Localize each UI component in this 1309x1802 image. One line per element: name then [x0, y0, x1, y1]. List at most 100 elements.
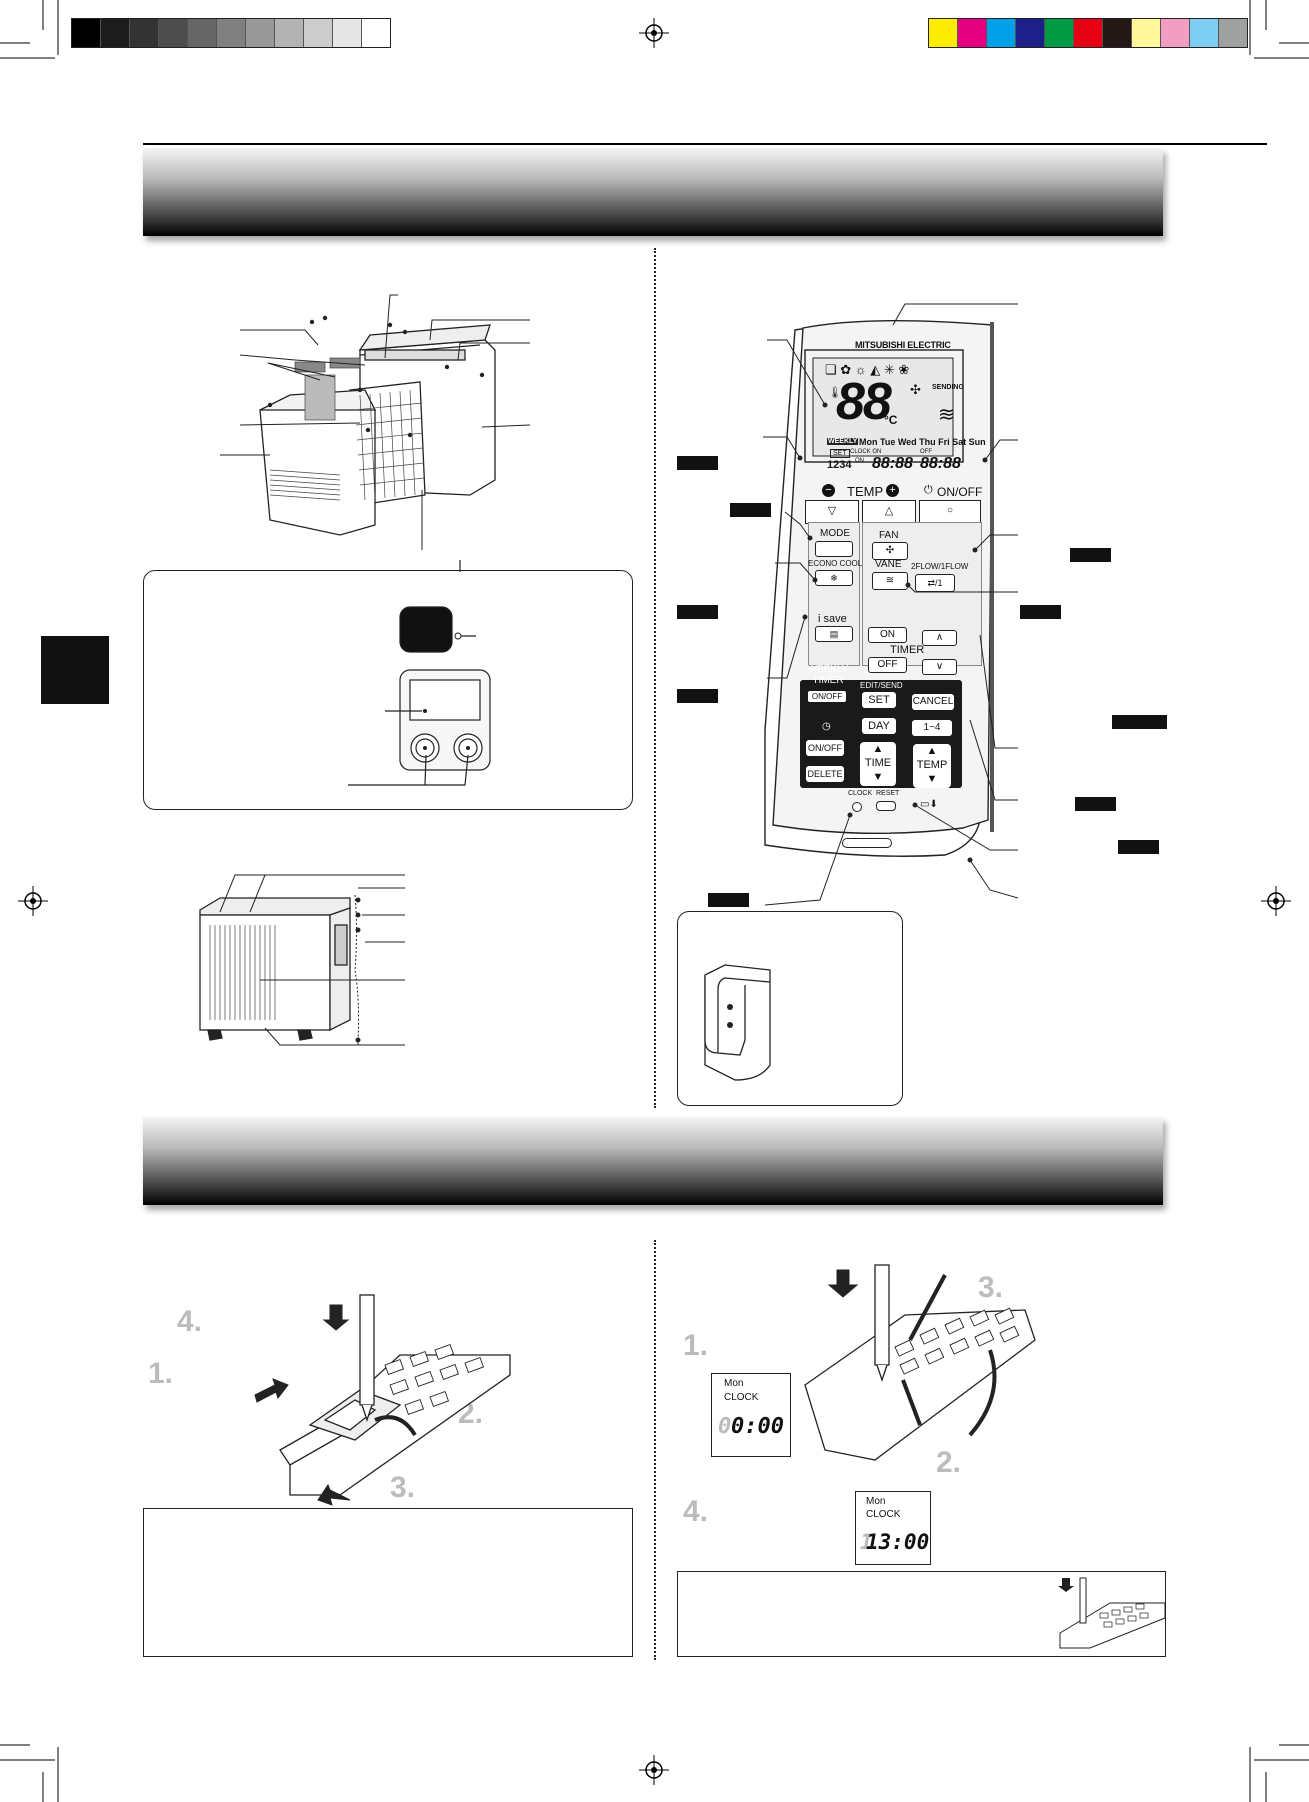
display-days: Mon Tue Wed Thu Fri Sat Sun: [859, 437, 986, 447]
registration-target-icon: [639, 18, 669, 48]
remote-holder-box: [677, 911, 903, 1106]
remote-brand: MITSUBISHI ELECTRIC: [855, 340, 951, 350]
label-block: [1112, 715, 1167, 729]
vane-label: VANE: [875, 559, 902, 570]
outdoor-unit-illustration: [199, 894, 361, 1046]
time-button[interactable]: ▲TIME▼: [860, 742, 896, 786]
cancel-button[interactable]: CANCEL: [912, 694, 954, 710]
delete-label: DELETE: [807, 769, 843, 779]
color-swatch: [1103, 19, 1132, 47]
color-swatch: [1016, 19, 1045, 47]
label-block: [1070, 548, 1111, 562]
clock-button[interactable]: [852, 802, 862, 812]
clock-lcd-after: Mon CLOCK 1 13:00: [855, 1491, 931, 1565]
battery-icon: ▭⬇: [920, 799, 938, 810]
grayscale-bar: [71, 18, 391, 48]
timer-off-label: OFF: [877, 659, 898, 670]
color-swatch: [958, 19, 987, 47]
top-rule: [143, 143, 1267, 145]
timer-on-button[interactable]: ON: [868, 627, 907, 643]
day-button[interactable]: DAY: [862, 718, 896, 734]
temp-plus-icon: +: [886, 484, 899, 497]
registration-target-icon: [639, 1755, 669, 1785]
section-header-1: [143, 148, 1163, 236]
weekly-on-off-button[interactable]: ON/OFF: [808, 691, 846, 702]
weekly-on-off-label: ON/OFF: [811, 692, 843, 701]
fan-label: FAN: [879, 530, 899, 541]
display-clock-on: CLOCK ON: [850, 449, 882, 455]
display-temp-unit: °C: [884, 413, 898, 427]
battery-step-4: 4.: [177, 1305, 203, 1338]
reset-note-illustration: [1058, 1577, 1166, 1649]
battery-cover-slot: [842, 838, 892, 848]
color-swatch: [987, 19, 1016, 47]
i-save-label: i save: [818, 613, 847, 625]
fan-vane-icons: ✣: [910, 382, 921, 397]
mode-icons-row: ❏ ✿ ☼ ◭ ✳ ❀: [825, 362, 910, 377]
fan-button[interactable]: ✣: [872, 542, 908, 560]
onoff-button[interactable]: ON/OFF: [806, 740, 844, 756]
temp2-label: TEMP: [916, 759, 948, 771]
color-swatch: [1219, 19, 1247, 47]
display-time1: 88:88: [872, 455, 913, 472]
timer-label: TIMER: [890, 644, 925, 656]
range-label: 1~4: [923, 722, 941, 733]
temp-label: TEMP: [847, 484, 884, 499]
clock-step-4: 4.: [683, 1495, 709, 1528]
clock-lcd-before: Mon CLOCK 0 0:00: [711, 1373, 791, 1457]
remote-leader-lines: [763, 303, 1019, 906]
flow-label: 2FLOW/1FLOW: [911, 562, 969, 571]
outdoor-leader-lines: [219, 874, 405, 1046]
color-swatch: [1074, 19, 1103, 47]
indoor-panel-detail: [348, 560, 491, 786]
vane-button[interactable]: ≋: [872, 572, 908, 590]
color-swatch: [246, 19, 275, 47]
delete-button[interactable]: DELETE: [806, 766, 844, 782]
mode-label: MODE: [820, 528, 850, 539]
color-swatch: [1132, 19, 1161, 47]
i-save-button[interactable]: ▤: [815, 626, 853, 642]
timer-down-button[interactable]: ∨: [922, 659, 957, 675]
battery-note-box: [143, 1508, 633, 1657]
label-block: [1020, 605, 1061, 619]
color-swatch: [188, 19, 217, 47]
set-button[interactable]: SET: [862, 692, 896, 708]
display-program: 1234: [827, 459, 852, 471]
label-block: [1075, 797, 1116, 811]
reset-button[interactable]: [876, 801, 896, 811]
remote-holder-illustration: [704, 964, 771, 1081]
color-swatch: [304, 19, 333, 47]
color-swatch: [130, 19, 159, 47]
lcd-ghost-digit: 1: [860, 1530, 873, 1554]
color-swatch: [275, 19, 304, 47]
display-on: ON: [855, 458, 864, 464]
indoor-leader-lines: [220, 294, 531, 550]
label-block: [730, 503, 771, 517]
range-button[interactable]: 1~4: [912, 720, 952, 736]
temp2-button[interactable]: ▲TEMP▼: [913, 744, 951, 788]
power-icon: ⏻: [924, 484, 933, 496]
battery-step-1: 1.: [148, 1357, 174, 1390]
clock-step-3: 3.: [978, 1271, 1004, 1304]
color-swatch: [362, 19, 390, 47]
lcd-time: 0:00: [731, 1414, 784, 1439]
day-label: DAY: [868, 720, 890, 732]
registration-target-icon: [1261, 886, 1291, 916]
thermometer-icon: 🌡: [828, 387, 842, 399]
timer-up-button[interactable]: ∧: [922, 630, 957, 646]
timer-off-button[interactable]: OFF: [868, 657, 907, 673]
registration-target-icon: [18, 886, 48, 916]
battery-step-3: 3.: [390, 1471, 416, 1504]
on-off-label: ON/OFF: [937, 485, 983, 499]
display-set: SET: [830, 449, 850, 458]
display-time2: 88:88: [920, 455, 961, 472]
column-divider: [654, 1240, 656, 1660]
mode-button[interactable]: [815, 541, 853, 557]
reset-label: RESET: [876, 790, 900, 797]
label-block: [1118, 840, 1159, 854]
clock-label: CLOCK: [848, 790, 873, 797]
temp-minus-icon: −: [822, 484, 835, 497]
color-swatch: [1190, 19, 1219, 47]
display-off: OFF: [920, 449, 932, 455]
